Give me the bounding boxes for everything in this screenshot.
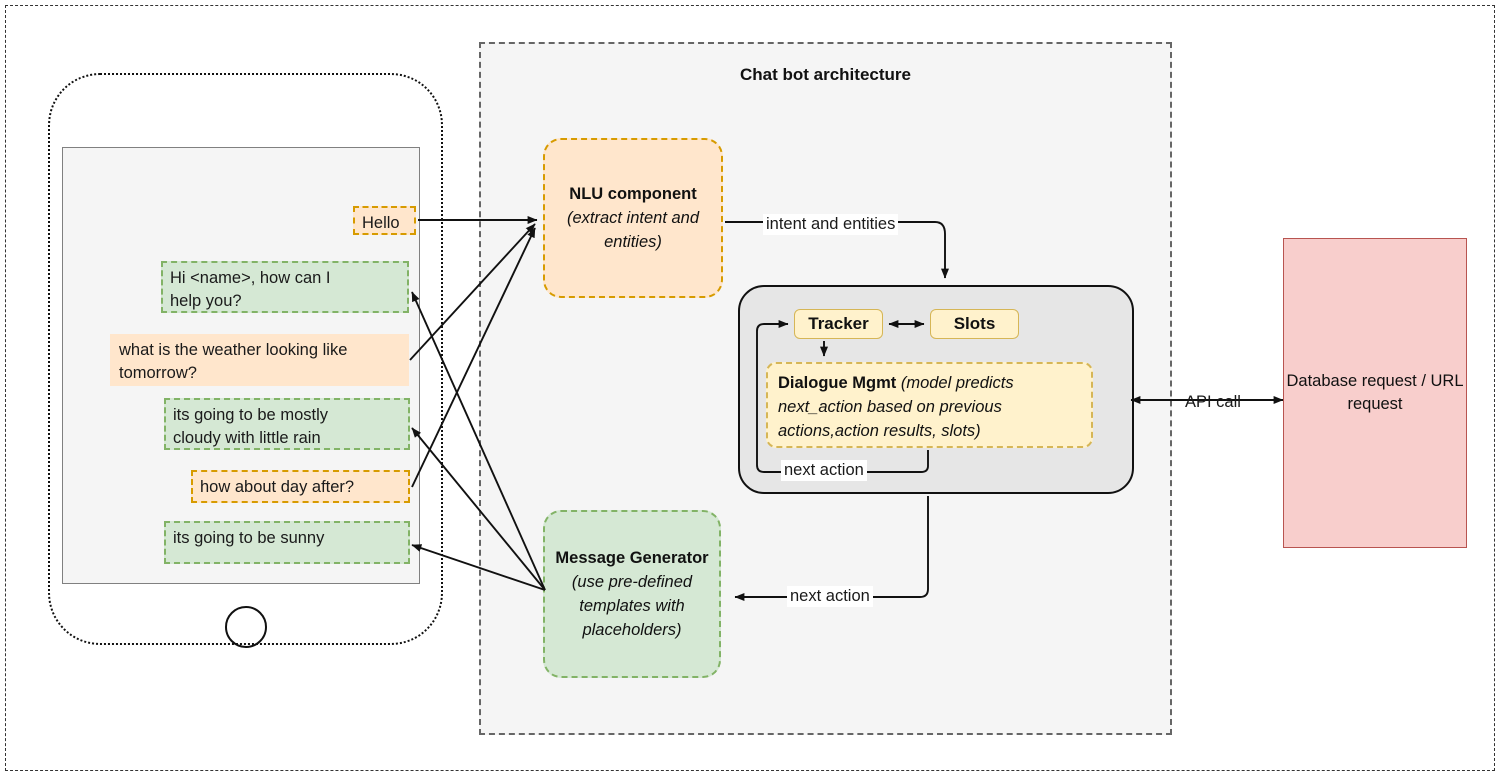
edge-label-next-action-msggen: next action — [787, 586, 873, 607]
edge-label-api-call: API call — [1185, 393, 1241, 411]
message-generator-node[interactable]: Message Generator (use pre-defined templ… — [543, 510, 721, 678]
chat-bubble-user-weather: what is the weather looking like tomorro… — [110, 334, 409, 386]
edge-label-intent-and-entities: intent and entities — [763, 214, 899, 235]
chat-bubble-bot-sunny: its going to be sunny — [164, 521, 410, 564]
tracker-node[interactable]: Tracker — [794, 309, 883, 339]
nlu-subtitle: (extract intent and entities) — [566, 209, 700, 251]
chat-bubble-bot-greeting: Hi <name>, how can I help you? — [161, 261, 409, 313]
nlu-title: NLU component — [569, 185, 697, 203]
message-generator-title: Message Generator — [555, 549, 709, 567]
chat-bubble-user-dayafter: how about day after? — [191, 470, 410, 503]
message-generator-subtitle: (use pre-defined templates with placehol… — [571, 573, 693, 639]
home-button-icon[interactable] — [225, 606, 267, 648]
dialogue-mgmt-title: Dialogue Mgmt — [778, 374, 897, 392]
chat-bubble-bot-cloudy: its going to be mostly cloudy with littl… — [164, 398, 410, 450]
nlu-component-node[interactable]: NLU component (extract intent and entiti… — [543, 138, 723, 298]
database-request-node[interactable]: Database request / URL request — [1283, 238, 1467, 548]
database-label: Database request / URL request — [1286, 372, 1464, 413]
chat-bubble-user-hello: Hello — [353, 206, 416, 235]
edge-label-next-action-loop: next action — [781, 460, 867, 481]
page-outer-border — [5, 5, 1495, 771]
diagram-title: Chat bot architecture — [740, 65, 911, 84]
dialogue-mgmt-node[interactable]: Dialogue Mgmt (model predicts next_actio… — [766, 362, 1093, 448]
slots-node[interactable]: Slots — [930, 309, 1019, 339]
